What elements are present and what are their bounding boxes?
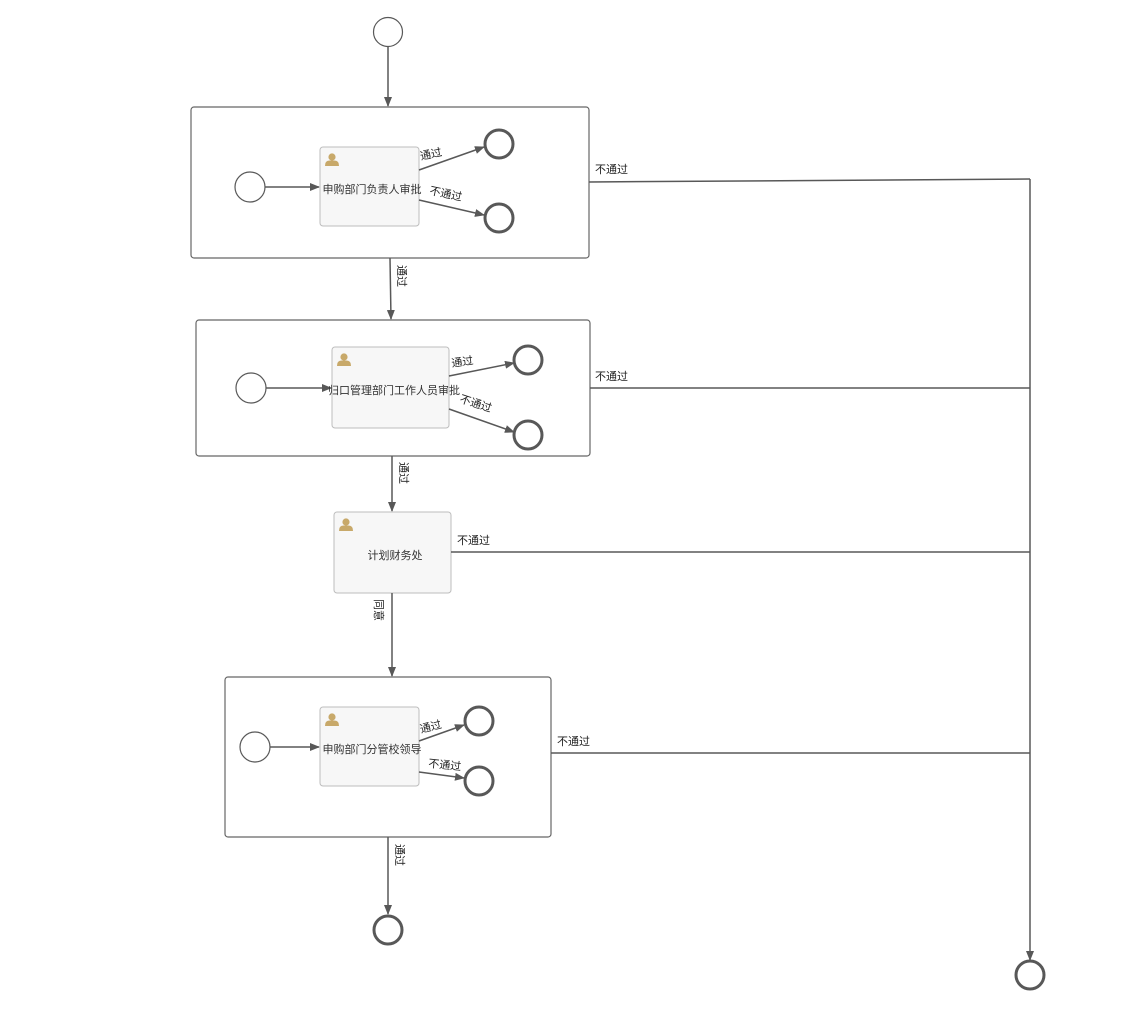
subprocess-1-end-event-reject[interactable] — [483, 202, 515, 234]
subprocess-4-end-event-pass[interactable] — [463, 705, 495, 737]
subprocess-1-pass-flow[interactable] — [386, 257, 395, 320]
task-3-label: 计划财务处 — [368, 548, 423, 562]
task-1-pass-flow[interactable] — [418, 146, 485, 171]
process-end-event-reject[interactable] — [1014, 959, 1046, 991]
task-2[interactable]: 归口管理部门工作人员审批 — [328, 346, 460, 429]
task-1-label: 申购部门负责人审批 — [323, 182, 422, 196]
task-2-pass-flow[interactable] — [448, 360, 515, 377]
task-1[interactable]: 申购部门负责人审批 — [319, 146, 422, 227]
task-3[interactable]: 计划财务处 — [333, 511, 452, 594]
task-4[interactable]: 申购部门分管校领导 — [319, 706, 422, 787]
subprocess-1-reject-label: 不通过 — [595, 163, 628, 176]
subprocess-4-pass-label: 通过 — [393, 844, 406, 866]
subprocess-2-pass-label: 通过 — [397, 462, 410, 484]
subprocess-2-end-event-pass[interactable] — [512, 344, 544, 376]
process-end-event-pass[interactable] — [372, 914, 404, 946]
subprocess-1-pass-label: 通过 — [395, 265, 408, 287]
subprocess-2-reject-label: 不通过 — [595, 370, 628, 383]
task-1-reject-flow[interactable] — [418, 199, 485, 217]
task-4-pass-flow[interactable] — [418, 724, 465, 742]
task-2-label: 归口管理部门工作人员审批 — [328, 383, 460, 397]
task-3-approve-label: 同意 — [372, 599, 386, 621]
subprocess-1-reject-flow[interactable] — [588, 178, 1031, 183]
subprocess-1-end-event-pass[interactable] — [483, 128, 515, 160]
task-1-pass-label: 通过 — [419, 146, 443, 163]
task-2-reject-flow[interactable] — [448, 408, 515, 433]
task-4-reject-flow[interactable] — [418, 771, 465, 781]
task-2-pass-label: 通过 — [451, 354, 475, 370]
task-4-label: 申购部门分管校领导 — [323, 742, 422, 756]
subprocess-4-end-event-reject[interactable] — [463, 765, 495, 797]
subprocess-2-end-event-reject[interactable] — [512, 419, 544, 451]
subprocess-2-start-event[interactable] — [235, 372, 267, 404]
task-4-reject-label: 不通过 — [428, 757, 462, 773]
task-3-reject-label: 不通过 — [457, 534, 490, 547]
process-start-event[interactable] — [372, 16, 404, 48]
subprocess-4-start-event[interactable] — [239, 731, 271, 763]
subprocess-4-reject-label: 不通过 — [557, 735, 590, 748]
task-4-pass-label: 通过 — [419, 718, 443, 736]
subprocess-1-start-event[interactable] — [234, 171, 266, 203]
